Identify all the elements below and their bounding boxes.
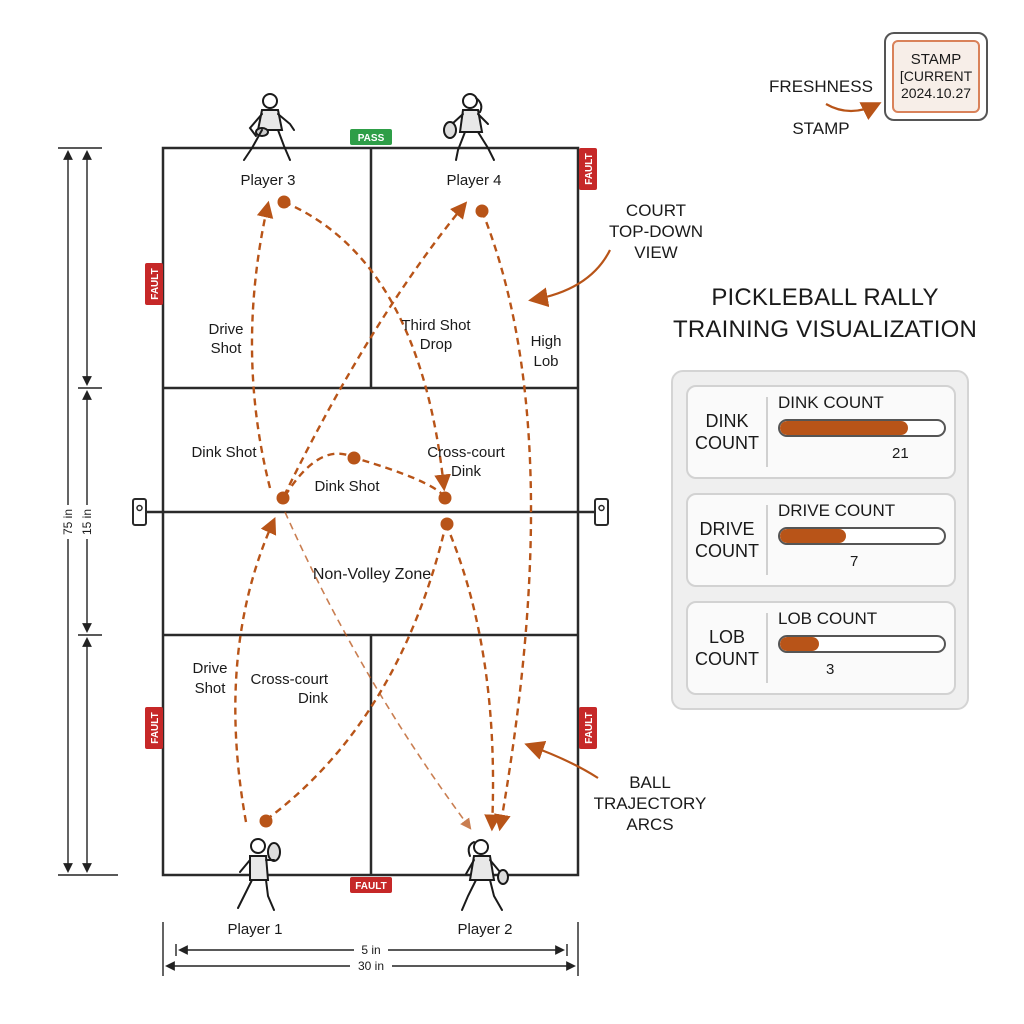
stamp-callout-line: STAMP <box>792 119 850 138</box>
dimension-labels: 75 in 15 in 5 in 30 in <box>60 505 392 973</box>
trajectory-callout: BALL TRAJECTORY ARCS <box>593 773 707 834</box>
stamp-line: [CURRENT <box>899 68 973 84</box>
counter-panel: DINK COUNT DINK COUNT 21 DRIVE COUNT DRI… <box>671 370 969 710</box>
ball <box>438 491 452 505</box>
player-2-figure <box>461 839 509 911</box>
card-heading: DINK COUNT <box>778 393 884 412</box>
court-view-callout: COURT TOP-DOWN VIEW <box>608 201 704 262</box>
player-label: Player 2 <box>457 921 512 938</box>
title-line: TRAINING VISUALIZATION <box>673 316 977 343</box>
ball <box>440 517 454 531</box>
stamp-line: 2024.10.27 <box>900 85 972 101</box>
player-3-figure <box>243 93 295 161</box>
net-post-left <box>132 498 147 526</box>
fault-tag-bottom: FAULT <box>350 877 392 893</box>
zone-label: Non-Volley Zone <box>313 566 431 583</box>
shot-label-dink-shot-center: Dink Shot <box>314 478 380 495</box>
stamp-callout-line: FRESHNESS <box>769 77 873 96</box>
dimension-label-total-width: 30 in <box>358 959 384 973</box>
freshness-stamp-callout: FRESHNESS STAMP <box>760 55 882 160</box>
svg-text:FAULT: FAULT <box>584 153 595 184</box>
trajectory-dink-to-player4 <box>282 201 468 497</box>
player-label: Player 4 <box>446 172 501 189</box>
dimension-label-total-length: 75 in <box>61 509 75 535</box>
svg-text:FAULT: FAULT <box>150 268 161 299</box>
card-side-label: DINK COUNT <box>688 397 768 467</box>
trajectory-crosscourt-dink-bottom <box>265 523 448 821</box>
stamp-line: STAMP <box>910 51 962 68</box>
callout-arrow-court-view <box>528 249 611 308</box>
dimension-label-half-width: 5 in <box>361 943 380 957</box>
lob-count-value: 3 <box>826 661 835 678</box>
lob-count-bar <box>778 635 946 653</box>
ball <box>259 814 273 828</box>
fault-tag-left-top: FAULT <box>145 263 163 305</box>
card-side-label: DRIVE COUNT <box>688 505 768 575</box>
balls <box>259 195 489 828</box>
fault-tag-left-bottom: FAULT <box>145 707 163 749</box>
trajectory-drive-left-top <box>250 200 274 489</box>
drive-count-bar <box>778 527 946 545</box>
card-heading: DRIVE COUNT <box>778 501 896 520</box>
callout-arrow-trajectories <box>524 741 599 779</box>
svg-text:FAULT: FAULT <box>355 881 386 892</box>
lob-count-card: LOB COUNT LOB COUNT 3 <box>686 601 956 695</box>
dimension-lines <box>58 147 579 976</box>
ball <box>277 195 291 209</box>
fault-tag-right-bottom: FAULT <box>579 707 597 749</box>
drive-count-card: DRIVE COUNT DRIVE COUNT 7 <box>686 493 956 587</box>
trajectory-dink-to-player2 <box>284 511 472 830</box>
net-post-right <box>594 498 609 526</box>
player-label: Player 3 <box>240 172 295 189</box>
svg-text:FAULT: FAULT <box>584 712 595 743</box>
callout-arrow-stamp <box>825 102 882 120</box>
player-1-figure <box>237 838 281 911</box>
page-title: PICKLEBALL RALLY TRAINING VISUALIZATION <box>660 282 990 346</box>
dimension-label-kitchen-depth: 15 in <box>80 509 94 535</box>
dink-count-card: DINK COUNT DINK COUNT 21 <box>686 385 956 479</box>
player-4-figure <box>443 93 495 161</box>
title-line: PICKLEBALL RALLY <box>711 284 939 311</box>
svg-text:FAULT: FAULT <box>150 712 161 743</box>
trajectory-crosscourt-drive <box>444 523 501 832</box>
ball-trajectories <box>234 200 533 832</box>
player-label: Player 1 <box>227 921 282 938</box>
svg-text:PASS: PASS <box>358 133 385 144</box>
dink-count-value: 21 <box>892 445 909 462</box>
drive-count-value: 7 <box>850 553 859 570</box>
shot-label-dink-shot: Dink Shot <box>191 444 257 461</box>
trajectory-drive-left-bottom <box>234 516 277 823</box>
net <box>132 498 609 526</box>
fault-tag-top-right: FAULT <box>579 148 597 190</box>
dink-count-bar <box>778 419 946 437</box>
ball <box>475 204 489 218</box>
freshness-stamp: STAMP [CURRENT 2024.10.27 <box>884 32 988 121</box>
ball <box>276 491 290 505</box>
ball <box>347 451 361 465</box>
card-heading: LOB COUNT <box>778 609 878 628</box>
pass-tag: PASS <box>350 129 392 145</box>
card-side-label: LOB COUNT <box>688 613 768 683</box>
callout-arrows <box>524 102 882 779</box>
trajectory-high-lob <box>480 210 533 832</box>
